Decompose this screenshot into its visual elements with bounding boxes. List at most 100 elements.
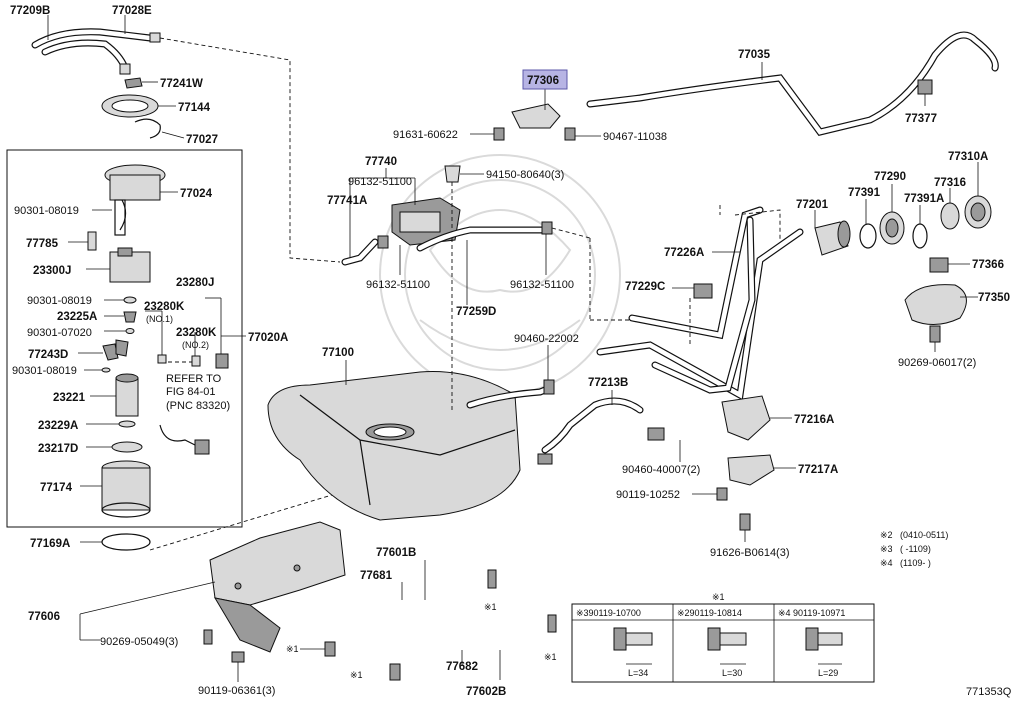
label-77391[interactable]: 77391 (848, 187, 881, 199)
label-77020a[interactable]: 77020A (248, 332, 288, 344)
bolt-table-col2-label[interactable]: ※290119-10814 (677, 608, 742, 618)
note-range-4: (1109- ) (900, 558, 931, 568)
label-90119-10252[interactable]: 90119-10252 (616, 489, 680, 501)
bolt-table-col1-length: L=34 (628, 668, 648, 678)
label-94150-80640[interactable]: 94150-80640(3) (486, 169, 564, 181)
label-23225a[interactable]: 23225A (57, 311, 97, 323)
bolt-table-col1-label[interactable]: ※390119-10700 (576, 608, 641, 618)
label-77740[interactable]: 77740 (365, 156, 397, 168)
bracket-77306 (511, 103, 561, 129)
label-90269-05049[interactable]: 90269-05049(3) (100, 636, 178, 648)
tube-77027 (134, 118, 161, 139)
label-77606[interactable]: 77606 (28, 611, 60, 623)
refer-note-line2: FIG 84-01 (166, 386, 216, 398)
label-77216a[interactable]: 77216A (794, 414, 834, 426)
note-mark-2: ※2 (880, 530, 893, 540)
bolt-table (571, 603, 875, 683)
note-mark-3: ※3 (880, 544, 893, 554)
label-91631-60622[interactable]: 91631-60622 (393, 129, 458, 141)
regulator-23225a (123, 311, 137, 323)
nut-94150-80640 (444, 165, 461, 183)
label-77259d[interactable]: 77259D (456, 306, 496, 318)
highlight-77306 (522, 69, 568, 90)
bolt-table-col3-label[interactable]: ※4 90119-10971 (778, 608, 845, 618)
ring-77316 (940, 202, 960, 230)
label-77310a[interactable]: 77310A (948, 151, 988, 163)
label-77785[interactable]: 77785 (26, 238, 59, 250)
o-ring-90301-07020 (125, 328, 135, 334)
label-77391a[interactable]: 77391A (904, 193, 944, 205)
label-77035[interactable]: 77035 (738, 49, 771, 61)
label-77201[interactable]: 77201 (796, 199, 829, 211)
label-77316[interactable]: 77316 (934, 177, 966, 189)
label-23229a[interactable]: 23229A (38, 420, 78, 432)
label-23280k-1[interactable]: 23280K (144, 301, 185, 313)
label-90301-08019-b[interactable]: 90301-08019 (27, 295, 92, 307)
fuel-lid-77350 (904, 284, 967, 325)
label-77226a[interactable]: 77226A (664, 247, 704, 259)
filter-23217d (111, 441, 143, 453)
label-90460-40007[interactable]: 90460-40007(2) (622, 464, 700, 476)
label-77169a[interactable]: 77169A (30, 538, 70, 550)
refer-note-line1: REFER TO (166, 373, 222, 385)
band-77601b (325, 537, 493, 611)
label-23221[interactable]: 23221 (53, 392, 86, 404)
label-23280k-2[interactable]: 23280K (176, 327, 217, 339)
note-mark-4: ※4 (880, 558, 893, 568)
label-77602b[interactable]: 77602B (466, 686, 506, 698)
label-77306[interactable]: 77306 (527, 75, 559, 87)
pump-23221 (115, 373, 139, 417)
label-96132-51100-a[interactable]: 96132-51100 (348, 176, 412, 188)
bolt-table-col3-length: L=29 (818, 668, 838, 678)
label-77682[interactable]: 77682 (446, 661, 478, 673)
label-77213b[interactable]: 77213B (588, 377, 628, 389)
bolt-90119-10252 (716, 487, 728, 501)
label-77366[interactable]: 77366 (972, 259, 1004, 271)
label-96132-51100-b[interactable]: 96132-51100 (366, 279, 430, 291)
label-90460-22002[interactable]: 90460-22002 (514, 333, 579, 345)
part-77785 (87, 231, 97, 251)
label-77028e[interactable]: 77028E (112, 5, 152, 17)
label-77377[interactable]: 77377 (905, 113, 937, 125)
label-77741a[interactable]: 77741A (327, 195, 367, 207)
tube-77035 (586, 31, 999, 136)
label-77144[interactable]: 77144 (178, 102, 211, 114)
filter-23300j (109, 247, 151, 283)
label-77601b[interactable]: 77601B (376, 547, 416, 559)
label-96132-51100-c[interactable]: 96132-51100 (510, 279, 574, 291)
label-90269-06017[interactable]: 90269-06017(2) (898, 357, 976, 369)
label-77027[interactable]: 77027 (186, 134, 218, 146)
label-77100[interactable]: 77100 (322, 347, 354, 359)
label-77290[interactable]: 77290 (874, 171, 906, 183)
label-77217a[interactable]: 77217A (798, 464, 838, 476)
label-90301-08019-c[interactable]: 90301-08019 (12, 365, 77, 377)
mark-1-d: ※1 (350, 670, 363, 680)
label-77024[interactable]: 77024 (180, 188, 213, 200)
label-77209b[interactable]: 77209B (10, 5, 50, 17)
label-77681[interactable]: 77681 (360, 570, 393, 582)
label-77243d[interactable]: 77243D (28, 349, 68, 361)
diagram-id: 771353Q (966, 686, 1012, 698)
label-77241w[interactable]: 77241W (160, 78, 203, 90)
bolt-90119-06361 (231, 651, 245, 663)
bolt-90119-10971-drawing (805, 627, 843, 665)
label-91626-b0614[interactable]: 91626-B0614(3) (710, 547, 790, 559)
sub-tank-77174 (101, 460, 151, 518)
label-77174[interactable]: 77174 (40, 482, 73, 494)
label-23300j[interactable]: 23300J (33, 265, 71, 277)
label-90301-08019-a[interactable]: 90301-08019 (14, 205, 79, 217)
label-90119-06361[interactable]: 90119-06361(3) (198, 685, 275, 697)
bolt-90269-05049 (203, 629, 213, 645)
label-77350[interactable]: 77350 (978, 292, 1010, 304)
label-90467-11038[interactable]: 90467-11038 (603, 131, 667, 143)
bolt-91626-b0614 (739, 513, 751, 531)
label-77229c[interactable]: 77229C (625, 281, 665, 293)
label-90301-07020[interactable]: 90301-07020 (27, 327, 92, 339)
label-no2: (NO.2) (182, 340, 209, 350)
clamp-90460-22002 (543, 379, 555, 395)
label-23217d[interactable]: 23217D (38, 443, 78, 455)
mark-1-b: ※1 (286, 644, 299, 654)
bracket-77217a (727, 454, 775, 486)
label-23280j[interactable]: 23280J (176, 277, 214, 289)
bolt-table-header-mark: ※1 (712, 592, 725, 602)
